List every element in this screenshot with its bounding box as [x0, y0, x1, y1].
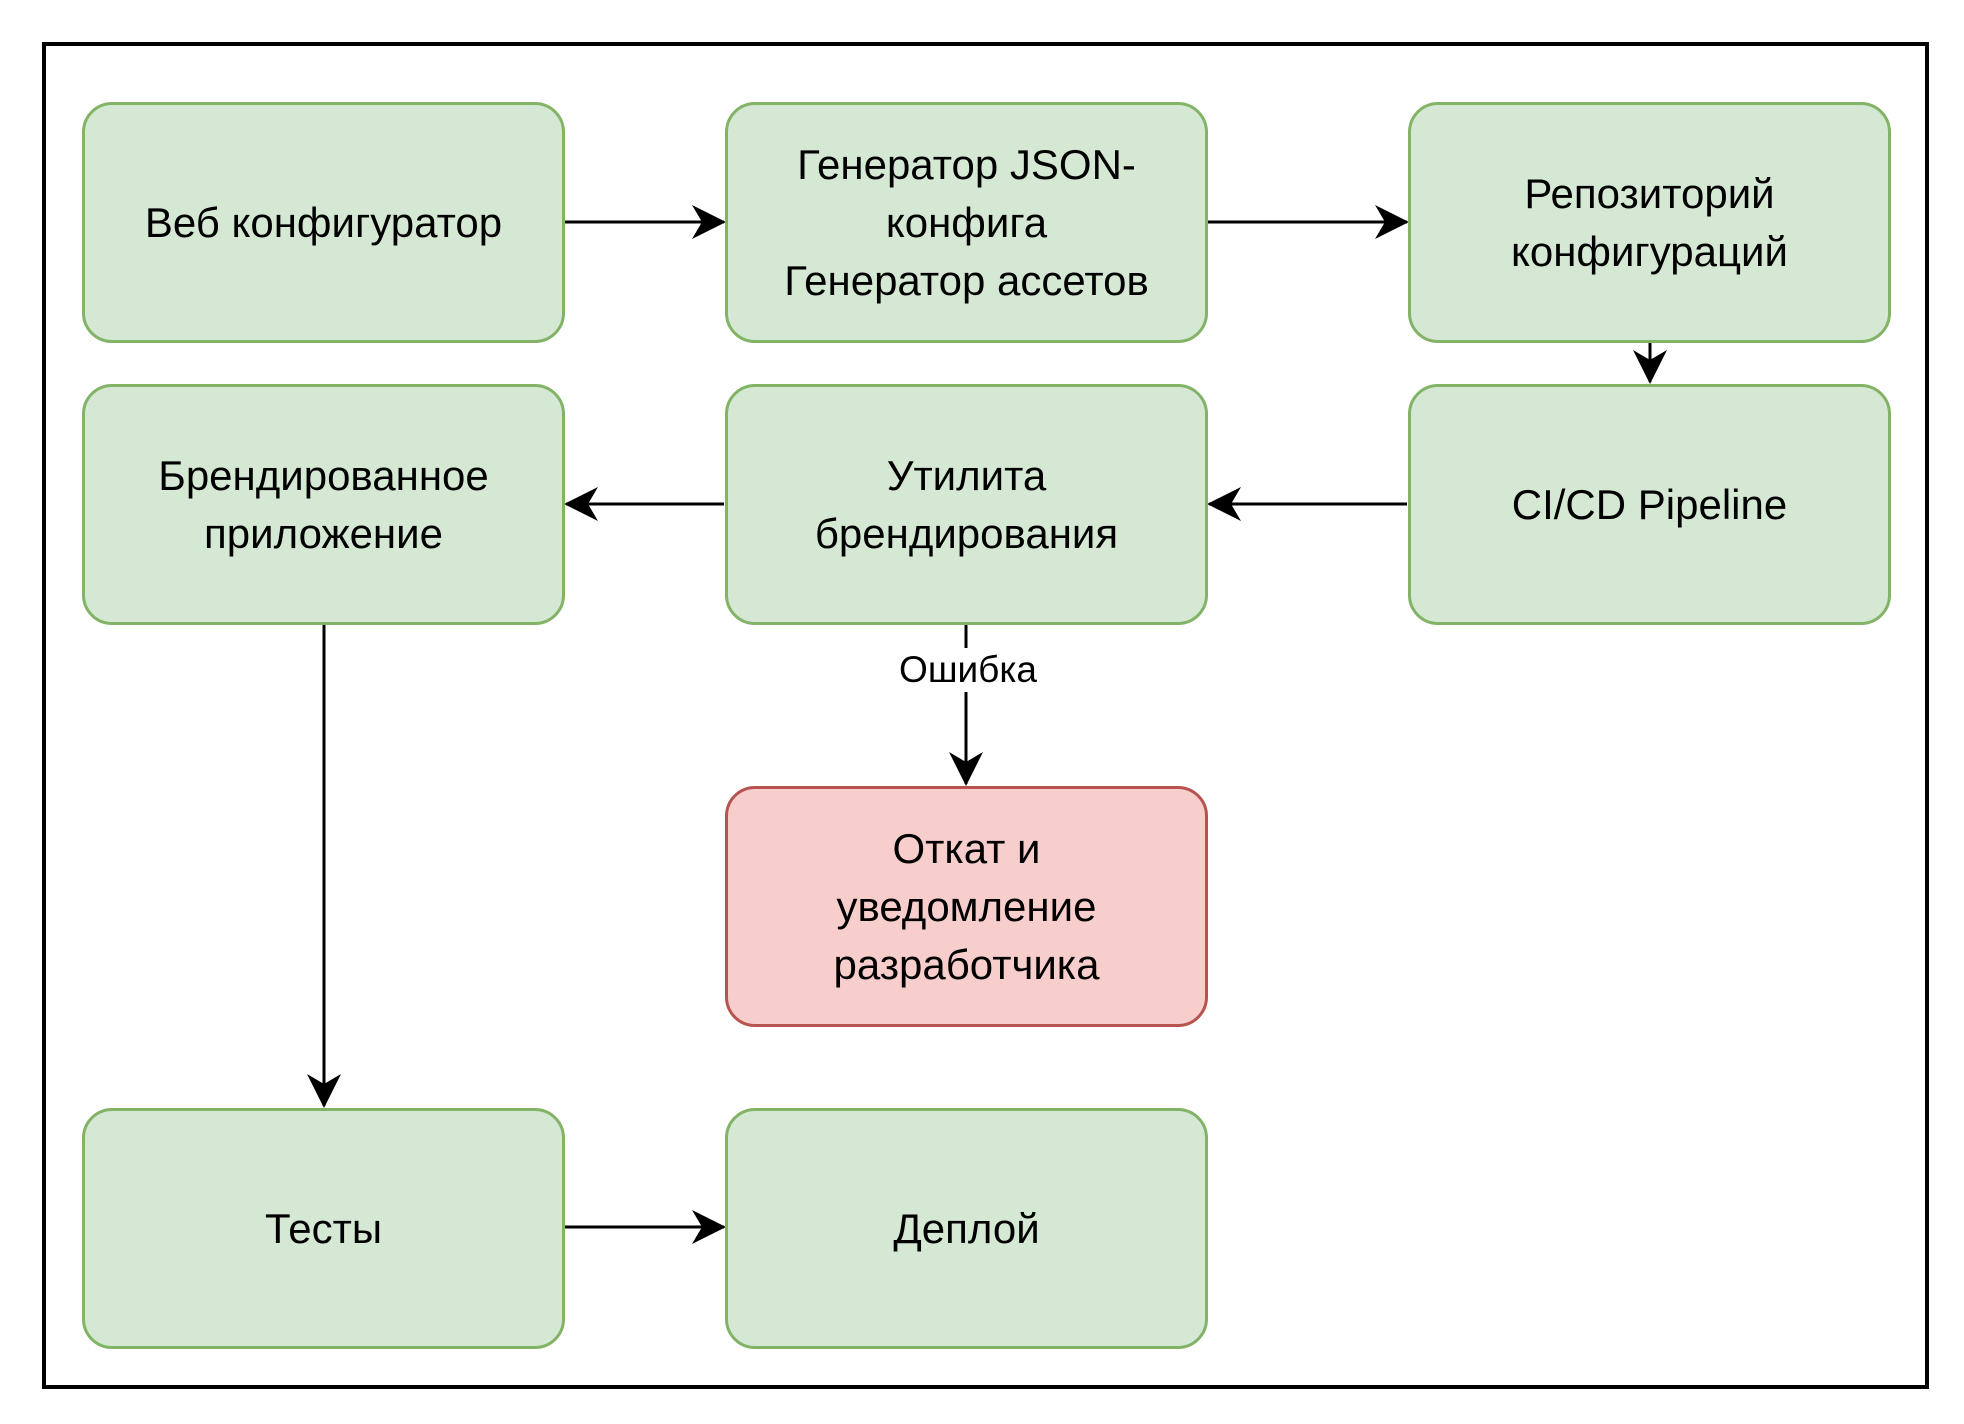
node-branded-app-label: Брендированное приложение	[158, 451, 489, 557]
node-cicd-pipeline: CI/CD Pipeline	[1408, 384, 1891, 625]
node-config-repo: Репозиторий конфигураций	[1408, 102, 1891, 343]
node-tests-label: Тесты	[264, 1204, 383, 1252]
node-deploy-label: Деплой	[893, 1204, 1040, 1252]
node-config-repo-label: Репозиторий конфигураций	[1511, 169, 1788, 275]
node-web-configurator: Веб конфигуратор	[82, 102, 565, 343]
node-rollback-notify: Откат и уведомление разработчика	[725, 786, 1208, 1027]
node-cicd-pipeline-label: CI/CD Pipeline	[1511, 480, 1788, 528]
node-branded-app: Брендированное приложение	[82, 384, 565, 625]
node-web-configurator-label: Веб конфигуратор	[144, 198, 503, 246]
node-tests: Тесты	[82, 1108, 565, 1349]
diagram-frame	[42, 42, 1929, 1389]
node-branding-utility: Утилита брендирования	[725, 384, 1208, 625]
node-json-generator-label: Генератор JSON- конфига Генератор ассето…	[784, 140, 1149, 304]
edge-label-error: Ошибка	[893, 648, 1043, 692]
node-json-generator: Генератор JSON- конфига Генератор ассето…	[725, 102, 1208, 343]
node-branding-utility-label: Утилита брендирования	[814, 451, 1119, 557]
node-deploy: Деплой	[725, 1108, 1208, 1349]
node-rollback-notify-label: Откат и уведомление разработчика	[833, 824, 1100, 988]
